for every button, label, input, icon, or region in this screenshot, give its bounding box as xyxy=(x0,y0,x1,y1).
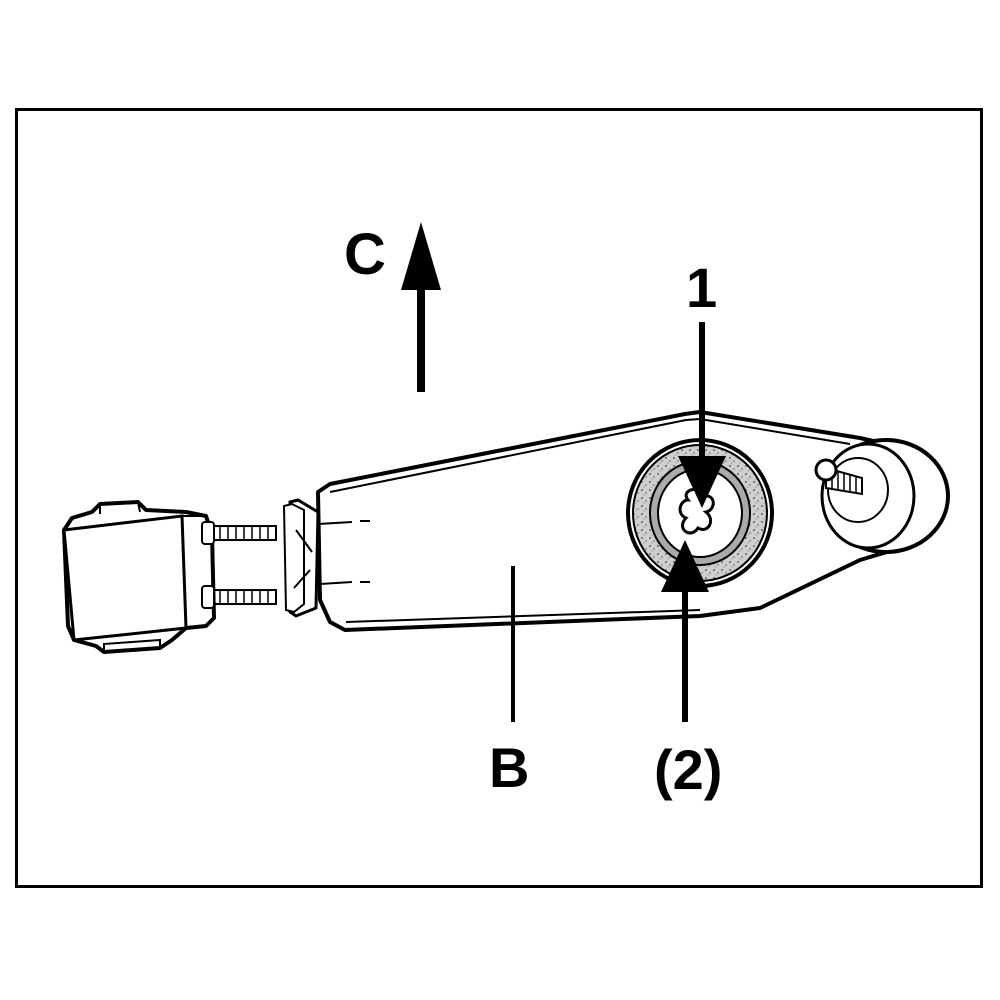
mounting-block xyxy=(62,500,216,654)
gasket-plates xyxy=(282,498,320,618)
label-b: B xyxy=(489,736,530,799)
label-1: 1 xyxy=(686,256,718,319)
studs xyxy=(211,525,277,605)
bushing-ring xyxy=(626,438,774,588)
arrow-1 xyxy=(678,322,726,508)
label-c: C xyxy=(344,222,386,287)
label-2: (2) xyxy=(654,738,723,801)
arrow-c xyxy=(401,222,441,392)
end-boss xyxy=(814,438,950,554)
arrow-2 xyxy=(661,540,709,722)
arm-body xyxy=(316,410,912,632)
